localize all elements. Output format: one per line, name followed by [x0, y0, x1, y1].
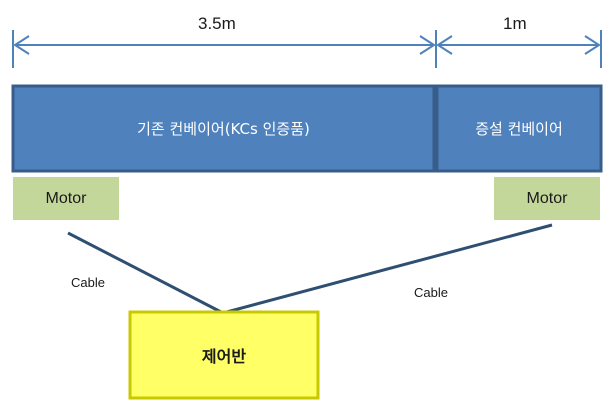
cable-right-line: [222, 223, 553, 315]
extension-conveyor-label: 증설 컨베이어: [475, 120, 563, 138]
arrow-head-middle-right: [436, 35, 453, 55]
cable-left-line: [67, 231, 224, 315]
motor-left-label: Motor: [45, 189, 87, 207]
motor-right-box: [494, 177, 600, 220]
existing-conveyor-label: 기존 컨베이어(KCs 인증품): [137, 120, 310, 138]
control-panel-box: [128, 310, 320, 400]
dimension-extension: [436, 30, 602, 68]
arrow-head-middle-left: [419, 35, 436, 55]
dimension-label-existing: 3.5m: [198, 14, 236, 33]
dimension-existing: [12, 30, 437, 68]
control-panel-label: 제어반: [201, 347, 247, 366]
extension-conveyor-box: [435, 84, 603, 173]
existing-conveyor-box: [11, 84, 436, 173]
arrow-head-left: [13, 35, 30, 55]
cable-right-label: Cable: [414, 285, 448, 300]
arrow-head-right: [584, 35, 601, 55]
dimension-label-extension: 1m: [503, 14, 527, 33]
cable-left-label: Cable: [71, 275, 105, 290]
motor-left-box: [13, 177, 119, 220]
motor-right-label: Motor: [526, 189, 568, 207]
